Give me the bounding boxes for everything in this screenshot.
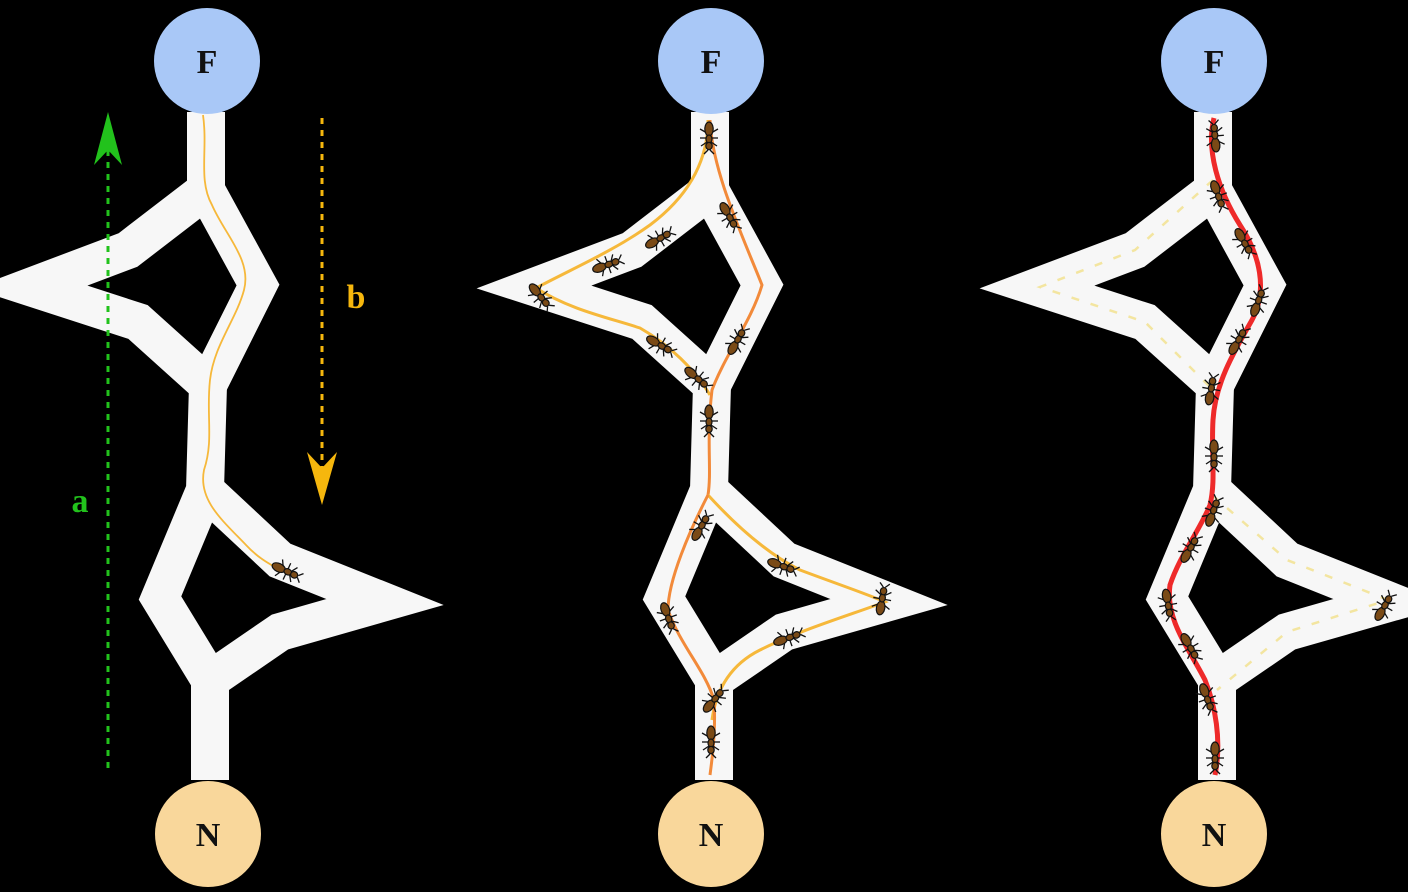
food-node-label: F: [701, 44, 722, 81]
nest-node: N: [1161, 781, 1267, 887]
nest-node-label: N: [1202, 817, 1227, 854]
arrow-a: [94, 112, 122, 768]
nest-node-label: N: [196, 817, 221, 854]
arrow-a-label: a: [72, 483, 89, 520]
panel-2: F N: [476, 8, 948, 887]
panel-1: a b F N: [0, 8, 444, 887]
food-node: F: [658, 8, 764, 114]
arrow-b: [307, 118, 337, 505]
food-node-label: F: [197, 44, 218, 81]
arrow-b-label: b: [347, 279, 366, 316]
pheromone-trail: [202, 114, 281, 571]
panel-3: F N: [979, 8, 1408, 887]
food-node: F: [1161, 8, 1267, 114]
nest-node: N: [155, 781, 261, 887]
food-node: F: [154, 8, 260, 114]
path-network: [0, 112, 444, 780]
nest-node-label: N: [699, 817, 724, 854]
food-node-label: F: [1204, 44, 1225, 81]
path-network: [476, 112, 948, 780]
nest-node: N: [658, 781, 764, 887]
